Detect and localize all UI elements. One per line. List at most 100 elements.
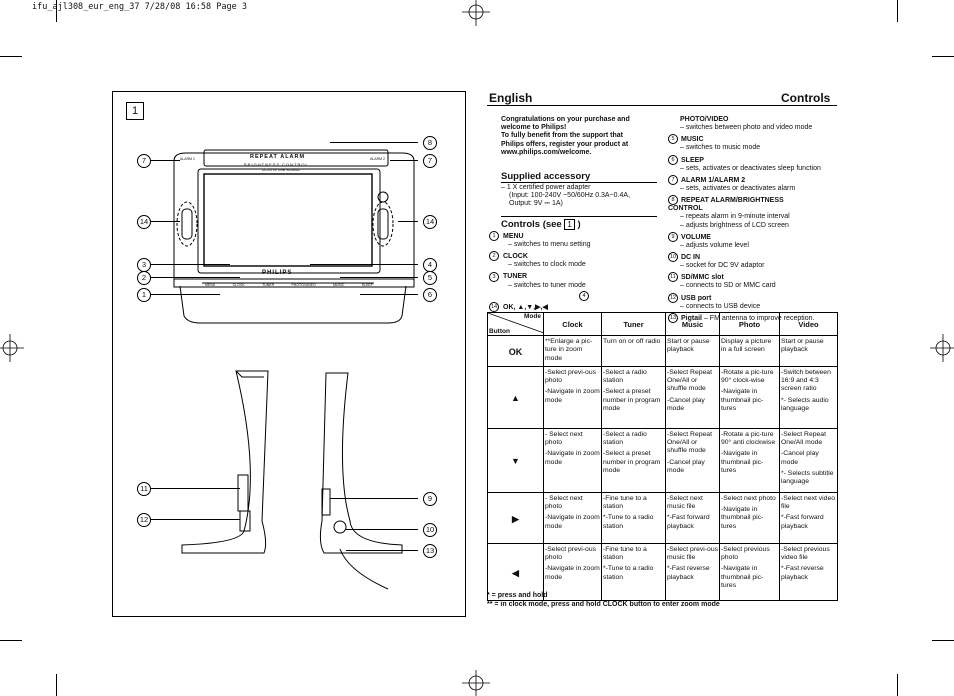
- cell-text: *- Selects audio language: [781, 396, 829, 413]
- button-cell: ◀: [487, 542, 544, 601]
- device-bottom-buttons: MENU CLOCK TUNER PHOTO/VIDEO MUSIC SLEEP: [205, 283, 373, 287]
- device-strip-label: DC-IN 9V USB SD/MMC: [262, 168, 301, 172]
- cell-text: -Navigate in thumbnail pic-tures: [721, 388, 764, 413]
- item-number: 12: [668, 292, 678, 303]
- divider: [501, 182, 657, 183]
- controls-table: Mode Button Clock Tuner Music Photo Vide…: [487, 312, 838, 601]
- control-desc: – switches to music mode: [680, 144, 761, 152]
- cell-text: -Select previ-ous music file: [667, 545, 718, 562]
- item-number: 14: [489, 301, 499, 312]
- table-cell: Display a picture in a full screen: [719, 335, 780, 367]
- control-desc: – switches between photo and video mode: [680, 124, 813, 132]
- cell-text: Turn on or off radio: [603, 338, 661, 345]
- cell-text: -Select a radio station: [603, 368, 647, 385]
- language-title: English: [489, 91, 533, 105]
- table-cell: Start or pause playback: [665, 335, 720, 367]
- callout-4: 4: [423, 258, 437, 272]
- cell-text: -Navigate in thumbnail pic-tures: [721, 565, 764, 590]
- callout-11: 11: [137, 482, 151, 496]
- control-name: REPEAT ALARM/BRIGHTNESS CONTROL: [668, 197, 784, 213]
- item-number: 4: [579, 290, 589, 301]
- table-cell: -Select Repeat One/All or shuffle mode-C…: [665, 365, 720, 429]
- device-btn-clock: CLOCK: [232, 283, 245, 287]
- control-desc: – switches to menu setting: [508, 241, 591, 249]
- right-controls-list: PHOTO/VIDEO – switches between photo and…: [668, 116, 843, 323]
- table-cell: -Select a radio station-Select a preset …: [601, 427, 666, 493]
- item-number: 5: [668, 134, 678, 145]
- intro-link[interactable]: www.philips.com/welcome.: [501, 148, 592, 156]
- supplied-line: – 1 X certified power adapter: [501, 184, 591, 191]
- crop-mark: [56, 0, 57, 22]
- controls-heading: Controls (see 1 ): [501, 219, 581, 230]
- figure-frame: [112, 91, 466, 617]
- cell-text: *-Fast reverse playback: [781, 565, 824, 581]
- cell-text: -Cancel play mode: [667, 458, 705, 475]
- control-desc: – connects to USB device: [680, 302, 761, 310]
- table-cell: -Select previous video file *-Fast revers…: [779, 542, 838, 601]
- cell-text: -Select previous video file: [781, 545, 830, 562]
- control-name: SLEEP: [681, 156, 704, 164]
- table-cell: -Select next music file*-Fast forward pl…: [665, 491, 720, 544]
- cell-text: -Navigate in thumbnail pic-tures: [721, 450, 764, 475]
- control-desc: – repeats alarm in 9-minute interval: [680, 213, 790, 221]
- intro-line: To fully benefit from the support that: [501, 132, 623, 140]
- column-header: Tuner: [601, 312, 666, 336]
- column-header: Photo: [719, 312, 780, 336]
- table-row: ▶- Select next photo-Navigate in zoom mo…: [487, 491, 838, 544]
- control-desc: – socket for DC 9V adaptor: [680, 262, 765, 270]
- cell-text: *- Selects subtitle language: [781, 470, 834, 486]
- table-cell: **Enlarge a pic-ture in zoom mode: [543, 335, 602, 367]
- page-header: ifu_ajl308_eur_eng_37 7/28/08 16:58 Page…: [32, 2, 247, 12]
- leader-line: [346, 529, 418, 530]
- device-top-sublabel: BRIGHTNESS CONTROL: [244, 162, 309, 167]
- table-cell: -Select next video file*-Fast forward pl…: [779, 491, 838, 544]
- cell-text: -Navigate in zoom mode: [545, 388, 600, 404]
- leader-line: [346, 550, 418, 551]
- supplied-title: Supplied accessory: [501, 171, 591, 182]
- cell-text: -Select previ-ous photo: [545, 545, 596, 562]
- corner-mode-label: Mode: [524, 313, 541, 320]
- control-name: OK, ▲,▼,▶,◀: [503, 303, 548, 311]
- callout-6: 6: [423, 288, 437, 302]
- cell-text: -Select a radio station: [603, 430, 647, 447]
- crop-mark: [0, 640, 22, 641]
- figure-number: 1: [126, 102, 144, 120]
- control-desc: – switches to clock mode: [508, 261, 586, 269]
- crop-mark: [932, 56, 954, 57]
- crop-mark: [897, 0, 898, 22]
- callout-5: 5: [423, 271, 437, 285]
- cell-text: - Select next photo: [545, 494, 583, 511]
- header-rule: [487, 105, 837, 106]
- leader-line: [150, 488, 240, 489]
- callout-8: 8: [423, 136, 437, 150]
- callout-14-left: 14: [137, 215, 151, 229]
- cell-text: *-Tune to a radio station: [603, 565, 654, 581]
- table-cell: -Select a radio station-Select a preset …: [601, 365, 666, 429]
- figure-ref-box: 1: [564, 219, 575, 230]
- table-row: ▼- Select next photo-Navigate in zoom mo…: [487, 427, 838, 493]
- control-name: DC IN: [681, 253, 701, 261]
- item-number: 6: [668, 154, 678, 165]
- cell-text: -Rotate a pic-ture 90° anti clockwise: [721, 430, 776, 447]
- callout-7-left: 7: [137, 154, 151, 168]
- table-cell: - Select next photo-Navigate in zoom mod…: [543, 491, 602, 544]
- item-number: 10: [668, 252, 678, 263]
- callout-3: 3: [137, 258, 151, 272]
- crop-mark: [897, 674, 898, 696]
- item-number: 11: [668, 272, 678, 283]
- control-name: CLOCK: [503, 253, 528, 261]
- control-name: PHOTO/VIDEO: [680, 116, 729, 123]
- cell-text: -Fine tune to a station: [603, 545, 647, 562]
- control-desc: – adjusts brightness of LCD screen: [680, 221, 789, 229]
- table-cell: -Rotate a pic-ture 90° clock-wise-Naviga…: [719, 365, 780, 429]
- footnote-1: * = press and hold: [487, 592, 548, 599]
- table-cell: -Rotate a pic-ture 90° anti clockwise -Na…: [719, 427, 780, 493]
- device-side-left-label: ALARM 1: [180, 157, 195, 161]
- callout-10: 10: [423, 523, 437, 537]
- cell-text: -Navigate in thumbnail pic-tures: [721, 506, 764, 530]
- device-btn-tuner: TUNER: [262, 283, 275, 287]
- callout-14-right: 14: [423, 215, 437, 229]
- control-name: ALARM 1/ALARM 2: [681, 176, 746, 184]
- leader-line: [150, 264, 230, 265]
